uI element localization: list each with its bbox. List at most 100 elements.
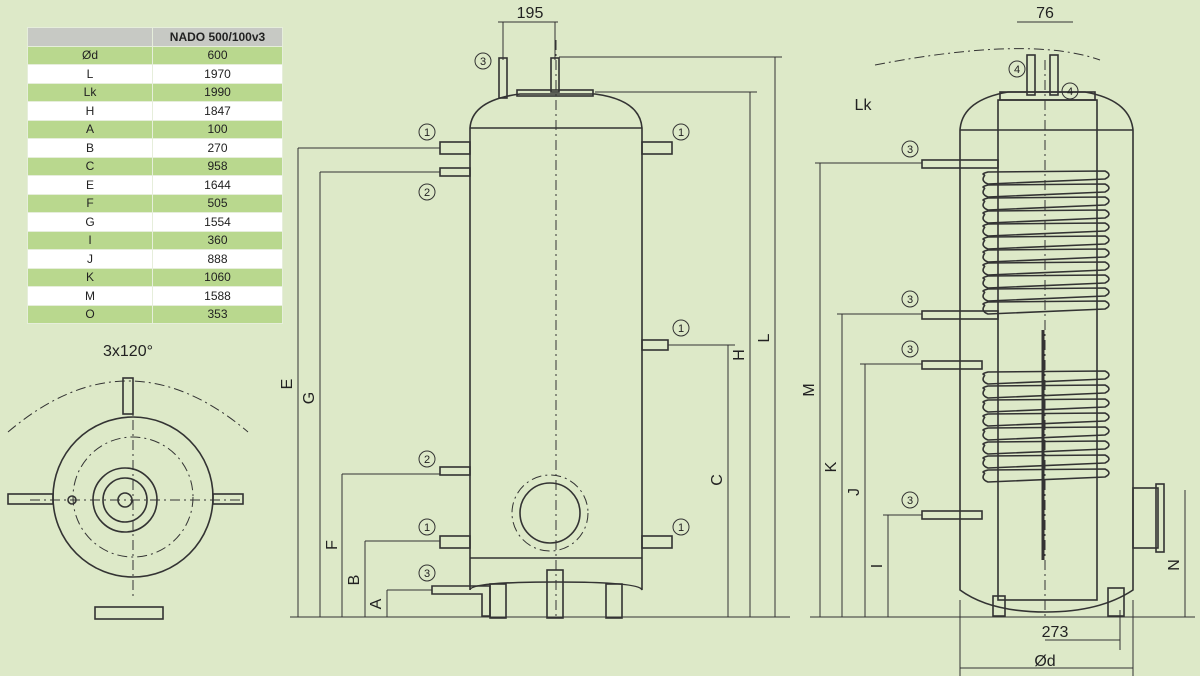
svg-text:2: 2	[424, 187, 430, 199]
heat-exchanger-coil	[982, 170, 1110, 483]
dimension-value: 353	[152, 304, 283, 324]
dimension-value: 1644	[152, 175, 283, 195]
svg-text:3: 3	[907, 294, 913, 306]
nozzle	[641, 339, 669, 351]
nozzle	[921, 510, 983, 520]
coil-turn	[982, 300, 1110, 315]
dimension-label: O	[27, 304, 153, 324]
dimension-label: K	[27, 267, 153, 287]
svg-text:3: 3	[907, 344, 913, 356]
front-view: 195	[279, 5, 790, 620]
coil-turn	[982, 370, 1110, 385]
left-nozzle	[7, 493, 54, 505]
coil-turn	[982, 248, 1110, 263]
pipe-4	[1026, 54, 1036, 96]
flange-inner	[102, 477, 148, 523]
svg-text:2: 2	[424, 454, 430, 466]
leg	[605, 583, 623, 619]
coil-turn	[982, 454, 1110, 469]
bolt-circle	[72, 436, 194, 558]
dim-Lk: Lk	[855, 97, 873, 114]
coil-turn	[982, 209, 1110, 224]
coil-turn	[982, 196, 1110, 211]
dim-M: M	[801, 383, 818, 396]
top-nozzle	[122, 377, 134, 415]
dim-76: 76	[1036, 5, 1054, 22]
dim-L: L	[756, 333, 773, 342]
dim-G: G	[301, 392, 318, 404]
svg-text:4: 4	[1067, 86, 1073, 98]
dimension-lines	[815, 162, 1186, 676]
header-model: NADO 500/100v3	[152, 27, 283, 47]
coil-turn	[982, 222, 1110, 237]
dim-B: B	[346, 575, 363, 586]
nozzle	[439, 167, 471, 177]
top-view: 3x120°	[7, 343, 249, 620]
dim-J: J	[846, 488, 863, 496]
dim-N: N	[1166, 559, 1183, 571]
dim-E: E	[279, 379, 296, 390]
tank-body	[469, 93, 643, 591]
nozzle	[921, 360, 983, 370]
dim-H: H	[731, 349, 748, 361]
top-cap	[516, 89, 594, 97]
anode-top	[550, 57, 560, 93]
angle-arc	[7, 380, 249, 433]
dimension-value: 1990	[152, 82, 283, 102]
dimension-value: 600	[152, 45, 283, 65]
dimension-value: 1847	[152, 101, 283, 121]
dimension-label: G	[27, 212, 153, 232]
coil-turn	[982, 235, 1110, 250]
inner-tank	[997, 99, 1098, 601]
dimension-label: F	[27, 193, 153, 213]
coil-turn	[982, 412, 1110, 427]
marker-bubbles: 3 3 3 3 4 4	[901, 60, 1079, 509]
dim-A: A	[368, 598, 385, 609]
bottom-flange	[94, 606, 164, 620]
dim-273: 273	[1042, 624, 1069, 641]
nozzle	[641, 535, 673, 549]
dimension-label: E	[27, 175, 153, 195]
dimension-label: Lk	[27, 82, 153, 102]
nozzle	[641, 141, 673, 155]
svg-text:3: 3	[907, 495, 913, 507]
angle-label: 3x120°	[103, 343, 153, 360]
sensor-port	[67, 495, 77, 505]
marker-bubbles: 3 1 1 2 1 2 1 1 3	[418, 52, 690, 582]
leg	[1107, 587, 1125, 617]
leg	[489, 583, 507, 619]
dimension-label: A	[27, 119, 153, 139]
svg-text:3: 3	[480, 56, 486, 68]
nozzle	[921, 310, 999, 320]
dim-C: C	[709, 474, 726, 486]
svg-text:1: 1	[678, 127, 684, 139]
dimension-label: B	[27, 138, 153, 158]
coil-turn	[982, 426, 1110, 441]
flange-bolts	[511, 474, 589, 552]
svg-text:4: 4	[1014, 64, 1020, 76]
dimension-value: 360	[152, 230, 283, 250]
dimension-value: 1970	[152, 64, 283, 84]
coil-turn	[982, 261, 1110, 276]
dimension-label: M	[27, 286, 153, 306]
dim-diameter: Ød	[1034, 653, 1055, 670]
right-nozzle	[212, 493, 244, 505]
tank-section	[959, 91, 1134, 613]
dimension-value: 505	[152, 193, 283, 213]
pipe-3-top	[498, 57, 508, 99]
top-cap	[999, 91, 1096, 101]
svg-text:1: 1	[678, 522, 684, 534]
dimension-label: C	[27, 156, 153, 176]
table-header: NADO 500/100v3	[27, 27, 283, 47]
svg-text:3: 3	[907, 144, 913, 156]
